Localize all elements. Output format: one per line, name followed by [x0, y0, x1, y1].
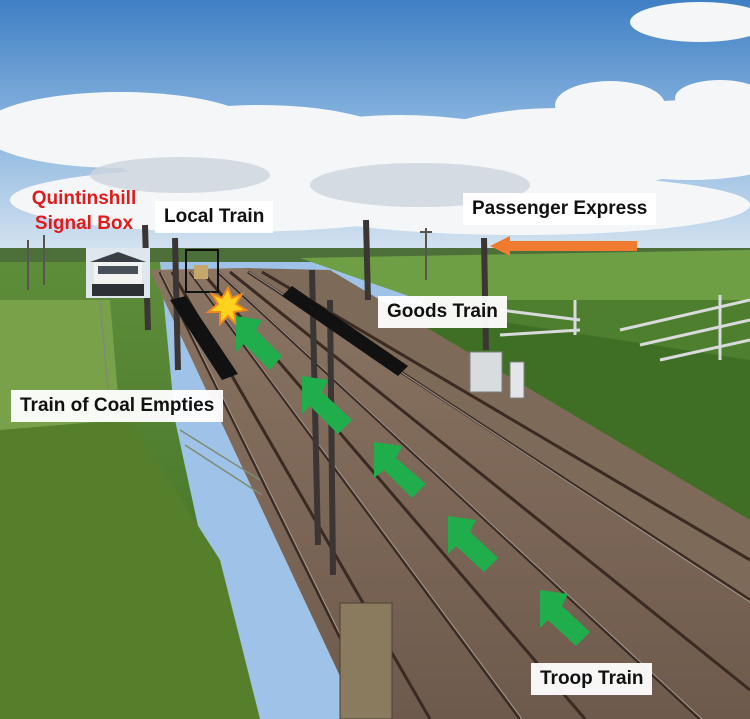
signal-box-label: Quintinshill Signal Box [18, 186, 150, 236]
lineside-cabinets [339, 351, 525, 719]
express-arrow-icon [490, 236, 637, 256]
troop-train-label: Troop Train [531, 663, 653, 695]
troop-arrows [236, 316, 590, 646]
coal-empties-label: Train of Coal Empties [11, 390, 224, 422]
goods-train-marker [170, 286, 408, 380]
signal-box-label-line2: Signal Box [34, 213, 134, 234]
signal-box-image [86, 248, 150, 298]
rails [158, 270, 750, 719]
collision-icon [205, 285, 249, 327]
catenary-gantry [499, 295, 750, 362]
signal-box-label-line1: Quintinshill [31, 188, 137, 209]
goods-train-label: Goods Train [378, 296, 507, 328]
track-bed [150, 268, 750, 719]
far-field [300, 250, 750, 300]
local-train-marker [185, 249, 219, 293]
passenger-express-label: Passenger Express [463, 193, 657, 225]
local-train-label: Local Train [155, 201, 274, 233]
